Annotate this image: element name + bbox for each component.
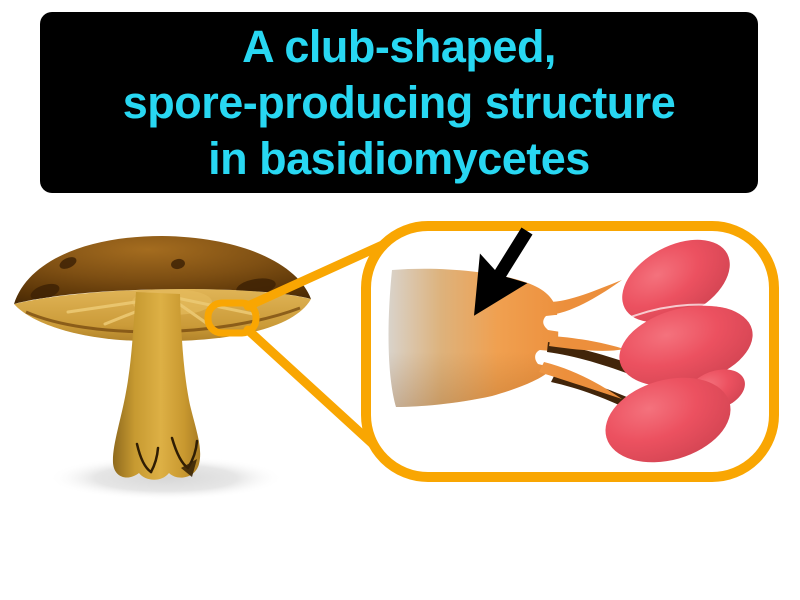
sterigmata xyxy=(539,280,624,399)
definition-card: A club-shaped, spore-producing structure… xyxy=(40,12,758,193)
definition-line-2: spore-producing structure xyxy=(122,76,676,128)
cap-spots xyxy=(30,257,276,301)
spore-separation-highlight xyxy=(627,303,749,319)
mushroom-stem xyxy=(112,292,201,480)
spore-middle xyxy=(619,305,753,387)
spore-bottom xyxy=(605,377,731,463)
definition-line-1: A club-shaped, xyxy=(242,20,556,72)
basidium-diagram xyxy=(388,227,753,463)
mushroom-shadow xyxy=(48,456,284,500)
mushroom xyxy=(14,236,311,500)
sterigmata-gaps xyxy=(535,314,640,371)
mushroom-cap xyxy=(14,236,311,304)
spore-top xyxy=(622,239,730,323)
basidium-shading xyxy=(388,268,559,407)
zoom-panel xyxy=(361,221,779,482)
callout-source-box xyxy=(204,299,260,337)
definition-line-3: in basidiomycetes xyxy=(208,132,590,184)
pointer-arrow-icon xyxy=(474,227,533,316)
stem-base-notch xyxy=(181,459,197,477)
basidiospores xyxy=(605,239,753,463)
